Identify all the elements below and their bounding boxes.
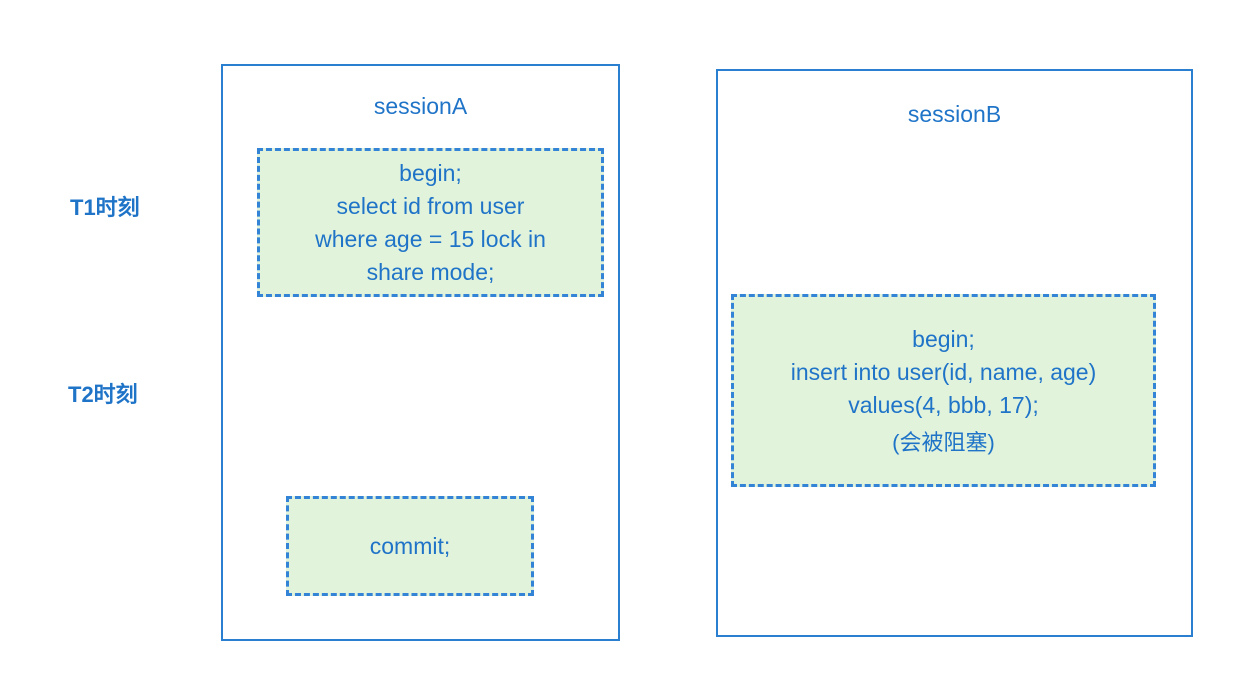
t2-time-label: T2时刻 xyxy=(68,382,138,407)
session-a-stmt-line: begin; xyxy=(399,159,462,186)
session-a-stmt-line: select id from user xyxy=(336,192,525,219)
session-a-select-statement: begin; select id from user where age = 1… xyxy=(257,148,604,297)
session-b-insert-statement: begin; insert into user(id, name, age) v… xyxy=(731,294,1156,487)
session-b-blocked-note: (会被阻塞) xyxy=(892,429,995,455)
session-a-title: sessionA xyxy=(373,93,468,119)
session-a-stmt-line: where age = 15 lock in xyxy=(315,225,546,252)
session-b-stmt-line: values(4, bbb, 17); xyxy=(848,391,1039,418)
t1-time-label: T1时刻 xyxy=(70,195,140,220)
session-a-commit-statement: commit; xyxy=(286,496,534,596)
session-a-stmt-line: share mode; xyxy=(366,258,495,285)
session-b-stmt-line: begin; xyxy=(912,325,975,352)
session-b-stmt-line: insert into user(id, name, age) xyxy=(790,358,1097,385)
session-a-commit-text: commit; xyxy=(369,532,451,559)
session-b-title: sessionB xyxy=(907,101,1002,127)
